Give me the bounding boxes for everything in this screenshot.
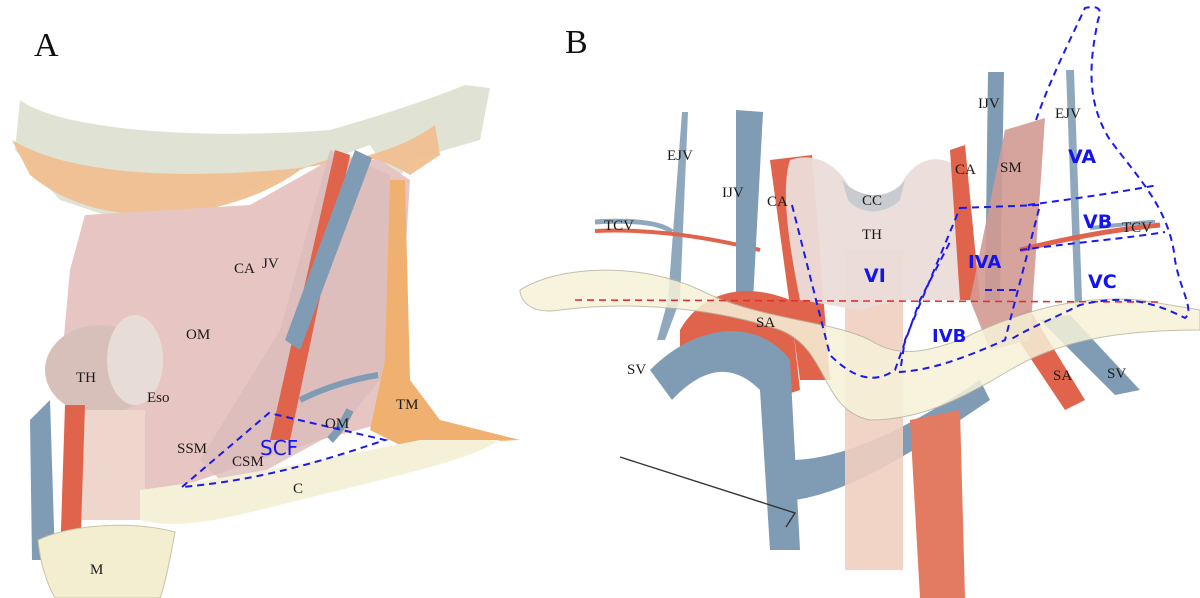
label-ssm: SSM xyxy=(177,441,207,457)
om-vein-lower xyxy=(327,408,354,443)
zone-v-divider-bc xyxy=(1019,231,1166,251)
label-m: M xyxy=(90,562,103,578)
thyroid-lobe xyxy=(107,315,163,405)
label-ca-left: CA xyxy=(767,194,788,210)
label-ejv-left: EJV xyxy=(667,148,693,164)
panel-b: B xyxy=(519,6,1200,598)
label-jv: JV xyxy=(262,256,279,272)
clavicle-b xyxy=(519,269,1200,421)
label-om-upper: OM xyxy=(186,327,210,343)
zone-v-outline xyxy=(1009,6,1190,341)
label-th-b: TH xyxy=(862,227,882,243)
label-sv-left: SV xyxy=(627,362,646,378)
label-th: TH xyxy=(76,370,96,386)
zone-label-va: VA xyxy=(1068,146,1096,168)
panel-b-label: B xyxy=(565,24,588,61)
panel-a: A CA JV OM TH Eso SSM xyxy=(12,27,520,598)
label-scf: SCF xyxy=(260,436,298,460)
scalene-muscle xyxy=(970,118,1045,350)
zone-label-vb: VB xyxy=(1083,211,1112,233)
label-ca-right: CA xyxy=(955,162,976,178)
ejv-right xyxy=(1066,70,1082,310)
label-csm: CSM xyxy=(232,454,264,470)
pointer-line xyxy=(619,456,797,528)
zone-label-vc: VC xyxy=(1088,271,1117,293)
tcv-left xyxy=(594,218,674,235)
manubrium xyxy=(37,524,176,598)
thyroid-gland xyxy=(785,157,967,310)
label-sa-right: SA xyxy=(1053,368,1072,384)
jugular-vein xyxy=(285,150,372,350)
label-ca: CA xyxy=(234,261,255,277)
panel-a-label: A xyxy=(34,27,59,64)
trachea-rings xyxy=(75,410,145,520)
label-ejv-right: EJV xyxy=(1055,106,1081,122)
label-ijv-left: IJV xyxy=(722,185,744,201)
carotid-right xyxy=(950,145,980,300)
zone-iv-outline xyxy=(898,203,1042,374)
label-eso: Eso xyxy=(147,390,170,406)
left-artery xyxy=(60,405,85,560)
zone-vi-outline xyxy=(791,204,951,379)
tcv-right xyxy=(1019,222,1161,253)
label-tcv-left: TCV xyxy=(604,218,634,234)
sv-left-vein xyxy=(650,331,800,550)
label-tcv-right: TCV xyxy=(1122,220,1152,236)
ijv-left xyxy=(736,110,763,320)
trapezius-muscle xyxy=(370,180,520,445)
label-om-lower: OM xyxy=(325,416,349,432)
om-vein xyxy=(298,372,379,403)
zone-v-divider-ab xyxy=(1027,184,1159,206)
jaw-orange xyxy=(12,125,440,215)
zone-label-iva: IVA xyxy=(968,252,1001,273)
aorta xyxy=(910,410,965,598)
label-c: C xyxy=(293,481,303,497)
label-sa-left: SA xyxy=(756,315,775,331)
label-cc: CC xyxy=(862,193,882,209)
label-ijv-right: IJV xyxy=(978,96,1000,112)
reference-line xyxy=(574,299,1159,303)
cricoid-cartilage xyxy=(842,180,905,212)
zone-label-ivb: IVB xyxy=(932,326,966,347)
zone-label-vi: VI xyxy=(864,265,886,287)
left-vein xyxy=(30,400,55,560)
label-sm: SM xyxy=(1000,160,1022,176)
clavicle xyxy=(140,440,500,524)
label-tm: TM xyxy=(396,397,419,413)
label-sv-right: SV xyxy=(1107,366,1126,382)
scf-region-outline xyxy=(178,411,389,489)
tcv-right-vein xyxy=(1089,220,1156,230)
